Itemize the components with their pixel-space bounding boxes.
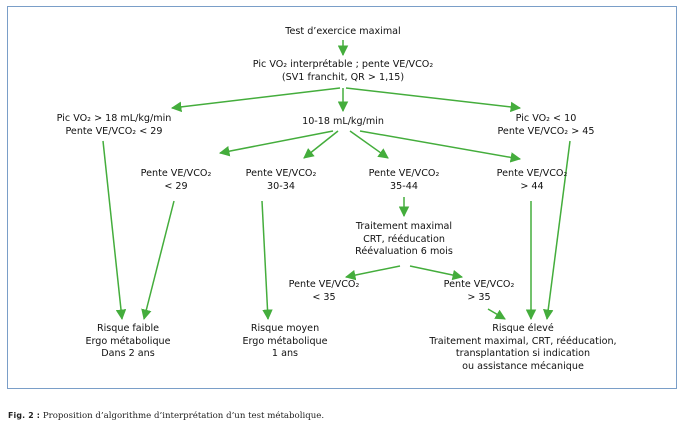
node-reeval-gt35-line1: Pente VE/VCO₂ [443,279,515,290]
figure-caption-text: Proposition d’algorithme d’interprétatio… [40,411,325,421]
node-low-risk-line2: Ergo métabolique [85,335,171,347]
node-slope-30-34: Pente VE/VCO₂ 30-34 [246,168,317,193]
node-mid-risk-line1: Risque moyen [250,323,320,334]
node-slope-lt29: Pente VE/VCO₂ < 29 [141,168,212,193]
node-left-branch-line1: Pic VO₂ > 18 mL/kg/min [56,113,172,124]
figure-caption: Fig. 2 : Proposition d’algorithme d’inte… [8,411,324,421]
arrow-mid-to-30-34 [303,130,339,159]
node-right-branch-line1: Pic VO₂ < 10 [515,113,577,124]
node-slope-35-44-line2: 35-44 [390,180,418,192]
arrow-left-to-low-risk [102,140,127,321]
diagram-frame [7,6,677,389]
node-slope-35-44: Pente VE/VCO₂ 35-44 [369,168,440,193]
node-slope-30-34-line2: 30-34 [267,180,295,192]
node-mid-branch-text: 10-18 mL/kg/min [302,116,384,127]
node-interp-line1: Pic VO₂ interprétable ; pente VE/VCO₂ [252,59,434,70]
arrow-mid-to-lt29 [218,130,334,157]
arrow-treatment-to-lt35 [344,265,401,281]
node-low-risk-line1: Risque faible [96,323,160,334]
node-start-text: Test d’exercice maximal [285,26,401,37]
node-high-risk-line1: Risque élevé [492,323,554,334]
node-mid-risk-line3: 1 ans [271,348,299,359]
node-interp: Pic VO₂ interprétable ; pente VE/VCO₂ (S… [253,59,433,84]
node-reeval-lt35-line2: < 35 [312,291,336,303]
arrow-interp-to-right [345,87,522,113]
arrow-interp-to-left [170,87,341,113]
node-start: Test d’exercice maximal [285,26,400,39]
node-reeval-gt35-line2: > 35 [467,291,491,303]
node-mid-branch: 10-18 mL/kg/min [302,116,384,129]
node-high-risk: Risque élevé Traitement maximal, CRT, ré… [429,323,616,373]
arrow-30-34-to-mid-risk [261,200,273,321]
node-right-branch: Pic VO₂ < 10 Pente VE/VCO₂ > 45 [497,113,594,138]
node-reeval-lt35-line1: Pente VE/VCO₂ [288,279,360,290]
node-slope-30-34-line1: Pente VE/VCO₂ [245,168,317,179]
node-right-branch-line2: Pente VE/VCO₂ > 45 [497,125,595,137]
node-slope-lt29-line2: < 29 [164,180,188,192]
node-low-risk-line3: Dans 2 ans [101,348,155,359]
arrow-treatment-to-gt35 [409,265,464,281]
node-reeval-lt35: Pente VE/VCO₂ < 35 [289,279,360,304]
arrow-right-to-high-risk [543,140,571,321]
node-interp-line2: (SV1 franchit, QR > 1,15) [281,71,405,83]
node-treatment: Traitement maximal CRT, rééducation Réév… [355,221,453,259]
node-slope-35-44-line1: Pente VE/VCO₂ [368,168,440,179]
node-reeval-gt35: Pente VE/VCO₂ > 35 [444,279,515,304]
node-treatment-line1: Traitement maximal [355,221,453,232]
arrow-gt35-to-high-risk [487,308,506,320]
node-left-branch-line2: Pente VE/VCO₂ < 29 [65,125,163,137]
node-high-risk-line3: transplantation si indication [455,348,591,359]
node-slope-lt29-line1: Pente VE/VCO₂ [140,168,212,179]
node-high-risk-line2: Traitement maximal, CRT, rééducation, [429,335,617,347]
node-mid-risk-line2: Ergo métabolique [242,335,328,347]
arrow-mid-to-gt44 [359,130,522,163]
node-slope-gt44-line2: > 44 [520,180,544,192]
node-slope-gt44: Pente VE/VCO₂ > 44 [497,168,568,193]
figure-caption-label: Fig. 2 : [8,411,41,420]
node-low-risk: Risque faible Ergo métabolique Dans 2 an… [85,323,170,361]
node-treatment-line3: Réévaluation 6 mois [355,246,453,257]
arrow-lt29-to-low-risk [141,200,175,321]
node-mid-risk: Risque moyen Ergo métabolique 1 ans [242,323,327,361]
node-slope-gt44-line1: Pente VE/VCO₂ [496,168,568,179]
node-high-risk-line4: ou assistance mécanique [462,360,584,372]
node-left-branch: Pic VO₂ > 18 mL/kg/min Pente VE/VCO₂ < 2… [57,113,172,138]
arrow-mid-to-35-44 [349,130,389,159]
node-treatment-line2: CRT, rééducation [363,233,445,245]
